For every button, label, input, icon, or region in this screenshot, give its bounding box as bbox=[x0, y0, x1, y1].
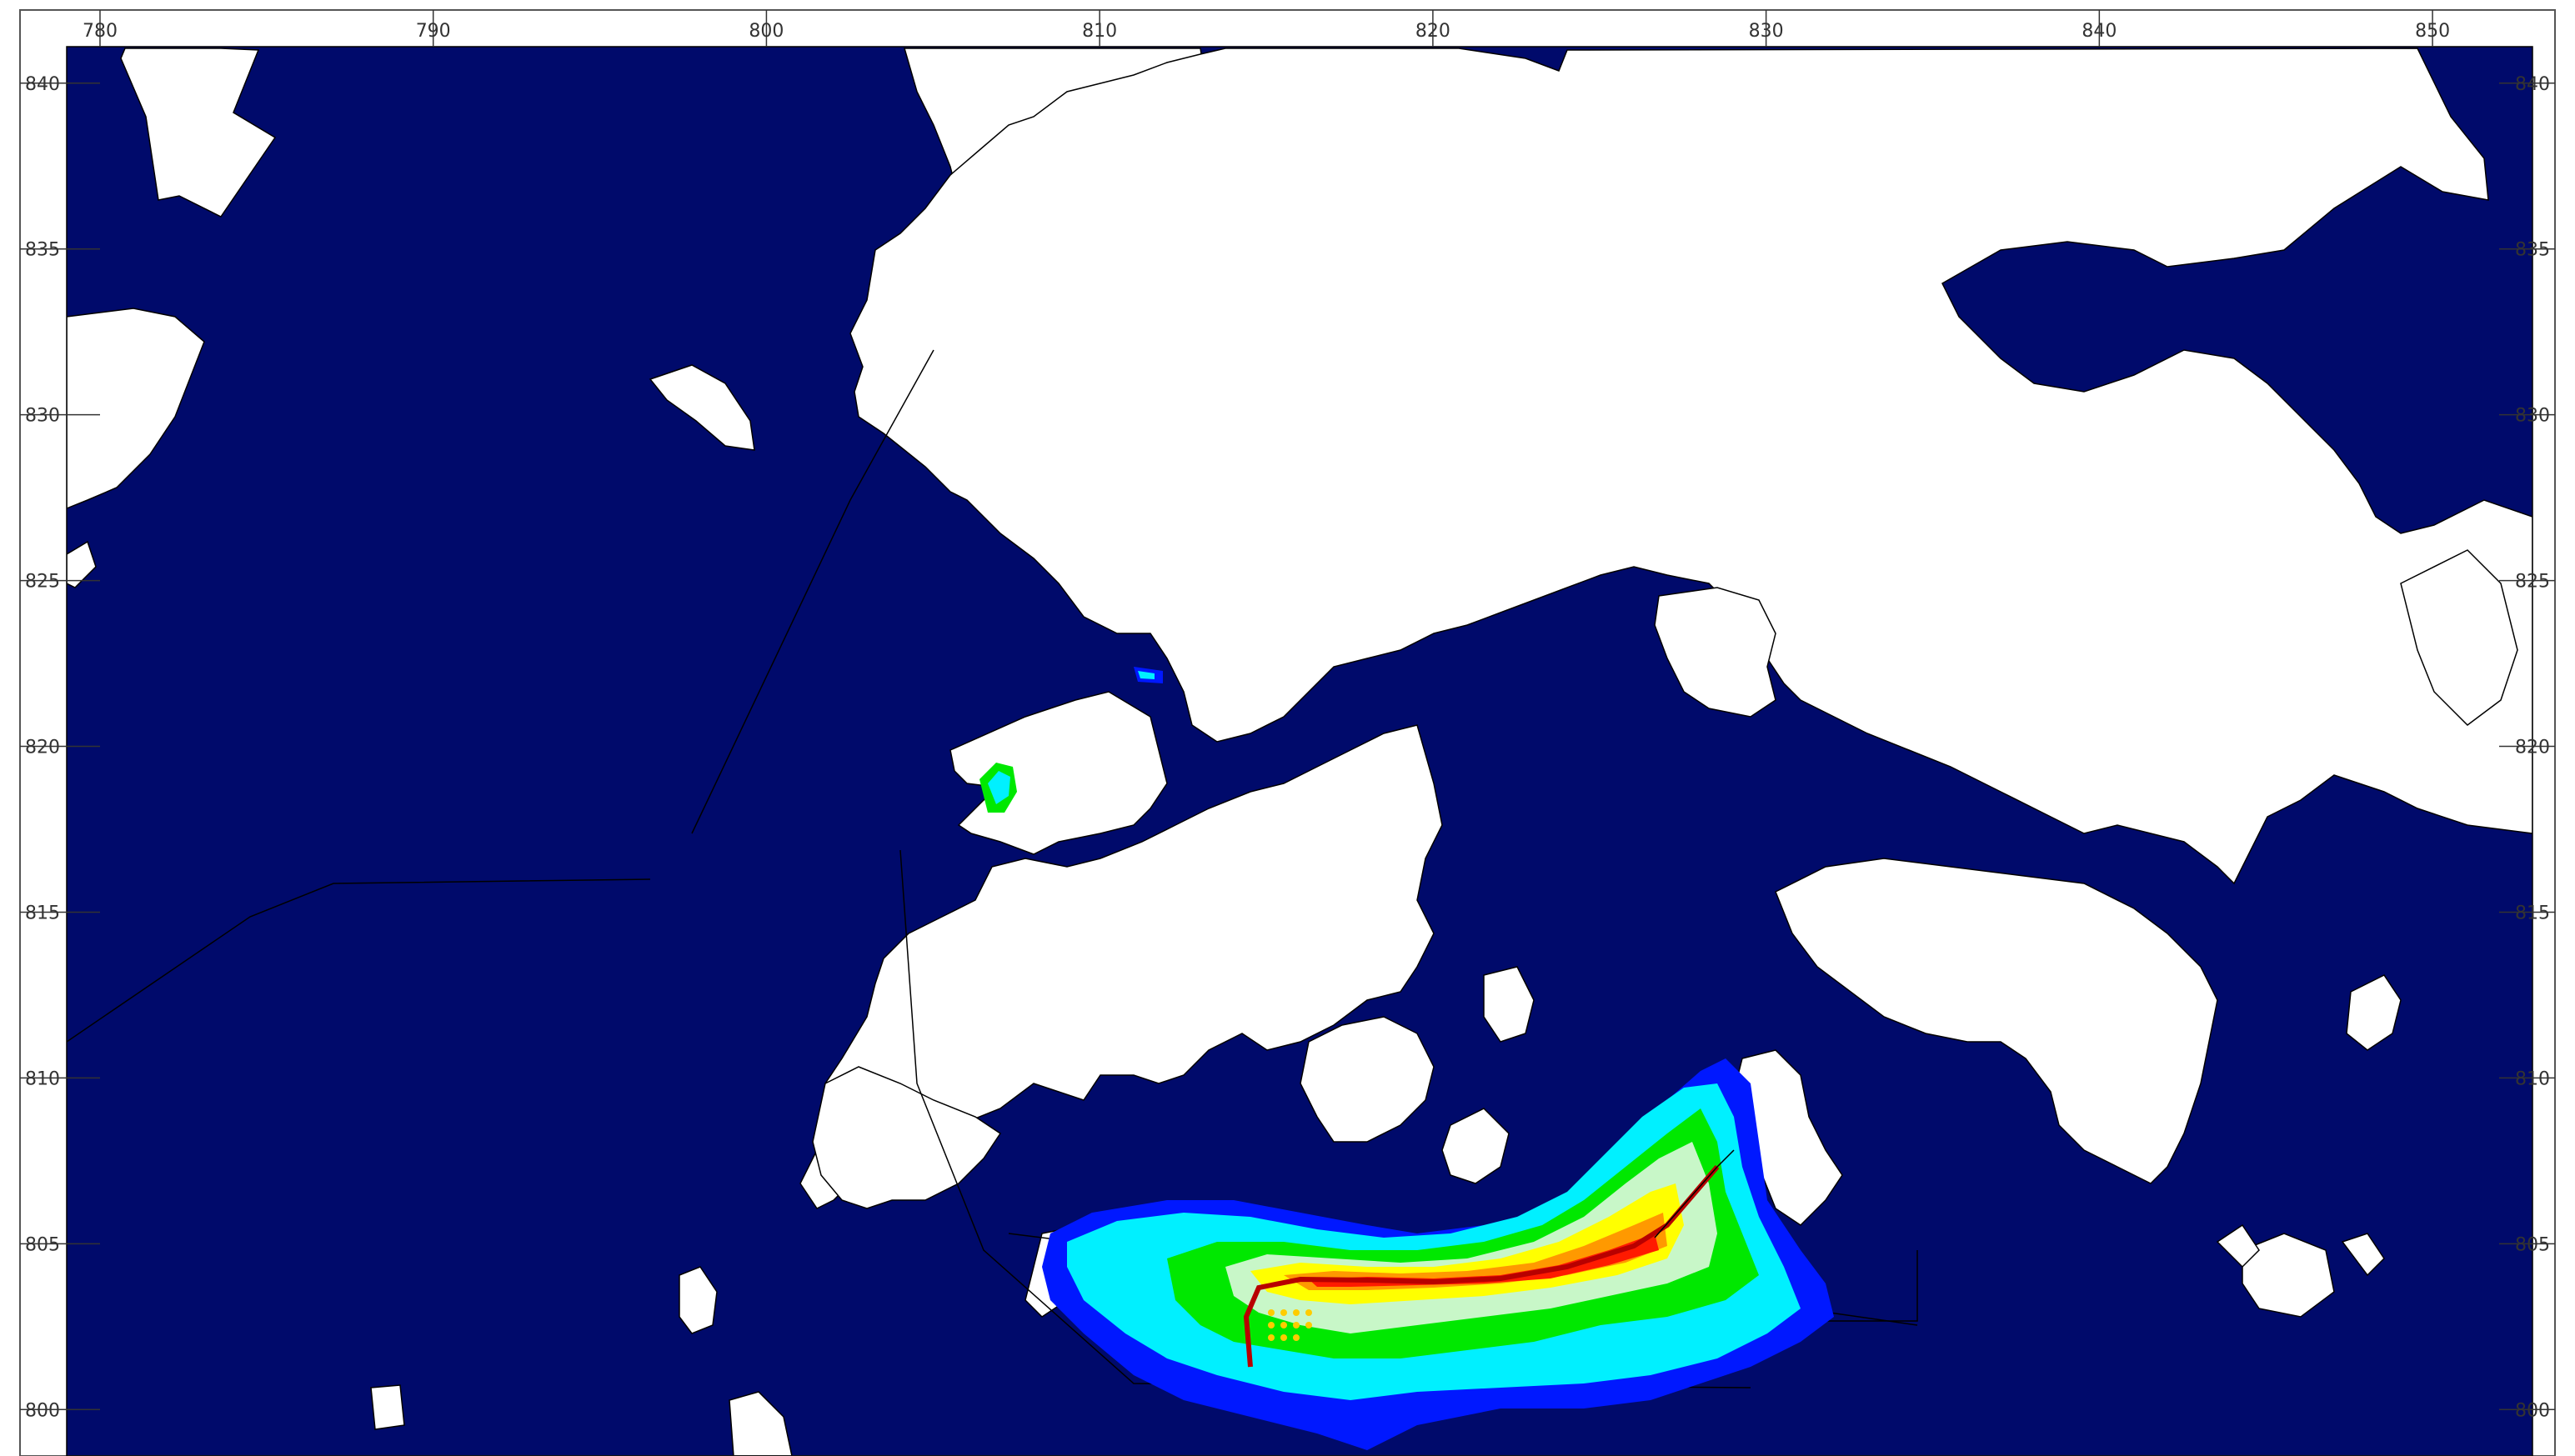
land-islet-mid bbox=[1483, 966, 1535, 1043]
outer-frame bbox=[19, 9, 2556, 1456]
top-tick-label: 850 bbox=[2415, 21, 2450, 42]
land-layer bbox=[67, 48, 2532, 1456]
right-tick-label: 825 bbox=[2515, 572, 2550, 593]
plume-contour-red bbox=[1309, 1233, 1659, 1287]
right-axis: 840 835 830 825 820 815 810 805 800 bbox=[2515, 74, 2550, 1422]
land-small-square-islet bbox=[370, 1384, 405, 1430]
plume-discharge-line bbox=[1654, 1149, 1735, 1238]
left-tick-label: 820 bbox=[25, 738, 60, 758]
left-tick-label: 835 bbox=[25, 240, 60, 261]
right-tick-label: 805 bbox=[2515, 1234, 2550, 1255]
right-tick-label: 800 bbox=[2515, 1400, 2550, 1421]
plume-source-line bbox=[1243, 1165, 1720, 1368]
top-tick-label: 780 bbox=[83, 21, 118, 42]
land-east-lobe bbox=[1775, 858, 2218, 1184]
plume-contours bbox=[1042, 1058, 1834, 1450]
right-tick-label: 810 bbox=[2515, 1068, 2550, 1089]
land-mainland-north bbox=[849, 48, 2532, 885]
land-southwest-islet bbox=[679, 1266, 718, 1334]
land-west-coast-north bbox=[67, 308, 205, 509]
left-axis: 840 835 830 825 820 815 810 805 800 bbox=[25, 74, 60, 1422]
top-axis: 780 790 800 810 820 830 840 850 bbox=[83, 21, 2450, 42]
top-tick-label: 820 bbox=[1415, 21, 1450, 42]
top-tick-label: 810 bbox=[1082, 21, 1117, 42]
top-tick-label: 830 bbox=[1749, 21, 1784, 42]
land-east-islet-2 bbox=[2216, 1223, 2260, 1268]
land-east-block bbox=[1654, 587, 1776, 718]
right-tick-label: 840 bbox=[2515, 74, 2550, 95]
land-small-island-mid bbox=[649, 364, 755, 451]
land-sai-kung bbox=[2400, 549, 2518, 726]
top-tick-label: 790 bbox=[416, 21, 451, 42]
left-tick-label: 830 bbox=[25, 406, 60, 427]
discharge-point-markers bbox=[1268, 1309, 1312, 1341]
left-tick-label: 805 bbox=[25, 1234, 60, 1255]
secondary-plume-west bbox=[979, 667, 1163, 813]
left-tick-label: 825 bbox=[25, 572, 60, 593]
left-tick-label: 810 bbox=[25, 1068, 60, 1089]
top-tick-label: 840 bbox=[2082, 21, 2117, 42]
land-main-island bbox=[799, 724, 1443, 1209]
right-tick-label: 815 bbox=[2515, 903, 2550, 923]
land-islet-south bbox=[1441, 1108, 1510, 1184]
left-tick-label: 840 bbox=[25, 74, 60, 95]
right-tick-label: 835 bbox=[2515, 240, 2550, 261]
land-far-east-islet bbox=[2242, 1233, 2335, 1318]
land-south-edge-islet bbox=[729, 1391, 793, 1456]
plot-border bbox=[66, 46, 2533, 1456]
left-tick-label: 800 bbox=[25, 1400, 60, 1421]
land-west-coast-south bbox=[67, 540, 97, 588]
land-northwest-islet bbox=[120, 48, 277, 218]
axis-tick-marks bbox=[20, 10, 2555, 1411]
land-east-islet bbox=[2346, 974, 2402, 1051]
map-frame bbox=[19, 9, 2556, 1456]
top-tick-label: 800 bbox=[749, 21, 784, 42]
right-tick-label: 830 bbox=[2515, 406, 2550, 427]
land-east-islet-3 bbox=[2341, 1233, 2385, 1277]
right-tick-label: 820 bbox=[2515, 738, 2550, 758]
land-south-peninsula bbox=[1300, 1016, 1435, 1143]
left-tick-label: 815 bbox=[25, 903, 60, 923]
